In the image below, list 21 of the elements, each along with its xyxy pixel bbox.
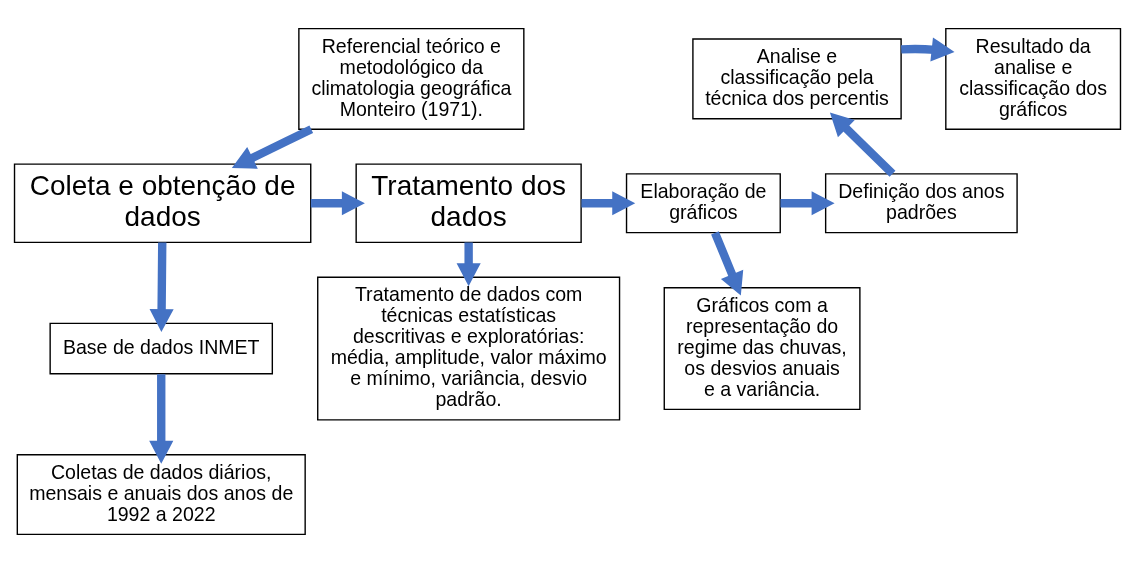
node-box: Tratamento dos dados: [355, 162, 582, 243]
node-box: Resultado da analise e classificação dos gráficos: [945, 27, 1122, 130]
arrow: [231, 124, 314, 169]
node-box: Gráficos com a representação do regime das chuvas, os desvios anuais e a variância.: [663, 286, 861, 410]
node-box: Coletas de dados diários, mensais e anuais dos anos de 1992 a 2022: [16, 453, 306, 535]
node-box: Referencial teórico e metodológico da climatologia geográfica Monteiro (1971).: [298, 27, 525, 130]
arrow: [829, 111, 896, 177]
arrow: [310, 190, 365, 215]
arrow: [581, 190, 636, 215]
arrow: [711, 230, 744, 296]
arrow: [149, 241, 174, 332]
arrow: [780, 190, 835, 215]
arrow: [901, 37, 955, 61]
node-box: Base de dados INMET: [49, 322, 273, 374]
node-box: Analise e classificação pela técnica dos percentis: [692, 37, 902, 119]
arrow: [456, 241, 481, 286]
node-box: Definição dos anos padrões: [824, 172, 1018, 233]
node-box: Tratamento de dados com técnicas estatísticas descritivas e exploratórias: média, amplitude, valor máximo e mínimo, variância, desvio padrão.: [317, 276, 621, 421]
node-box: Elaboração de gráficos: [625, 172, 781, 233]
node-box: Coleta e obtenção de dados: [13, 162, 312, 243]
arrow: [149, 373, 174, 464]
